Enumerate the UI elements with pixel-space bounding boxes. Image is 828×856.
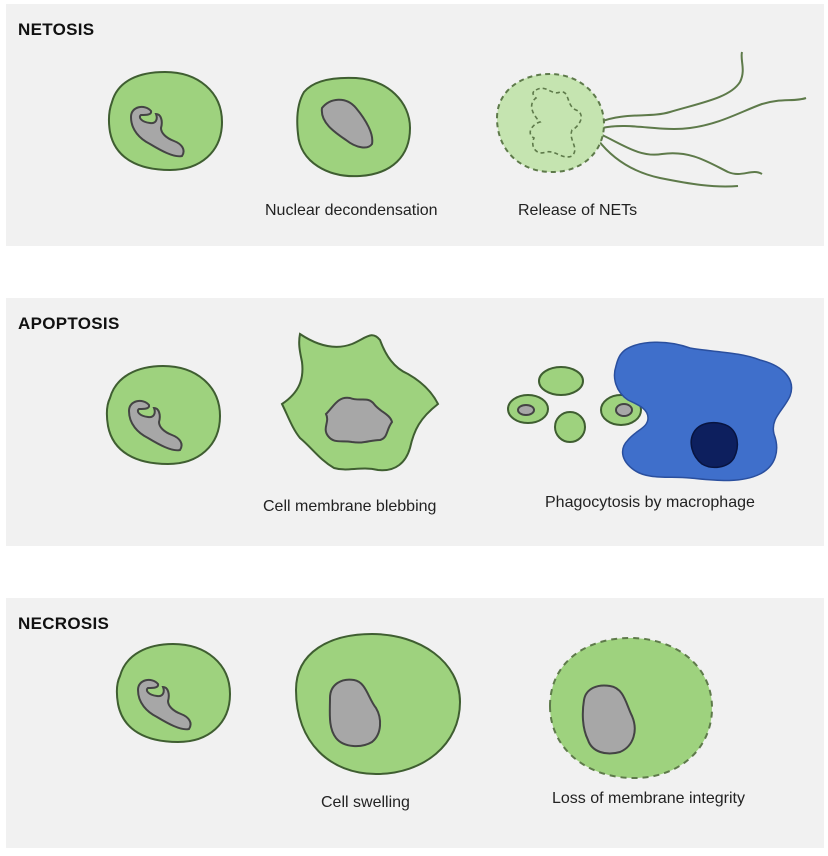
apoptotic-body — [538, 366, 584, 396]
necrotic-nucleus — [581, 684, 636, 755]
apoptosis-blebbing-cell — [280, 332, 440, 472]
lobed-nucleus — [136, 678, 192, 731]
decondensed-nucleus — [320, 98, 374, 149]
netosis-net-releasing-cell — [495, 51, 807, 188]
decondensed-chromatin — [529, 87, 583, 158]
apoptotic-body — [554, 411, 586, 443]
macrophage — [613, 341, 793, 482]
net-fiber — [599, 51, 744, 123]
necrosis-resting-neutrophil — [115, 642, 232, 744]
caption-release-of-nets: Release of NETs — [518, 202, 638, 219]
caption-nuclear-decondensation: Nuclear decondensation — [265, 202, 438, 219]
necrosis-ruptured-cell — [548, 636, 714, 780]
necrosis-title: NECROSIS — [18, 614, 110, 633]
net-fiber — [599, 133, 763, 175]
caption-loss-of-membrane-integrity: Loss of membrane integrity — [552, 790, 745, 807]
apoptosis-resting-neutrophil — [105, 364, 222, 466]
netosis-resting-neutrophil — [107, 70, 224, 172]
netosis-decondensation-cell — [296, 76, 412, 178]
netosis-title: NETOSIS — [18, 20, 95, 39]
apoptotic-body-fragment — [517, 404, 535, 416]
caption-cell-membrane-blebbing: Cell membrane blebbing — [263, 498, 437, 515]
caption-phagocytosis-by-macrophage: Phagocytosis by macrophage — [545, 494, 755, 511]
caption-cell-swelling: Cell swelling — [321, 794, 410, 811]
swollen-nucleus — [328, 678, 382, 748]
lobed-nucleus — [127, 399, 183, 452]
macrophage-nucleus — [690, 421, 739, 469]
lobed-nucleus — [129, 105, 185, 158]
necrosis-swollen-cell — [294, 632, 462, 776]
apoptotic-body-fragment — [615, 403, 633, 417]
net-fiber — [601, 97, 807, 130]
net-fiber — [597, 139, 739, 188]
condensed-nucleus — [324, 396, 394, 444]
apoptotic-bodies — [507, 366, 642, 443]
apoptosis-title: APOPTOSIS — [18, 314, 120, 333]
